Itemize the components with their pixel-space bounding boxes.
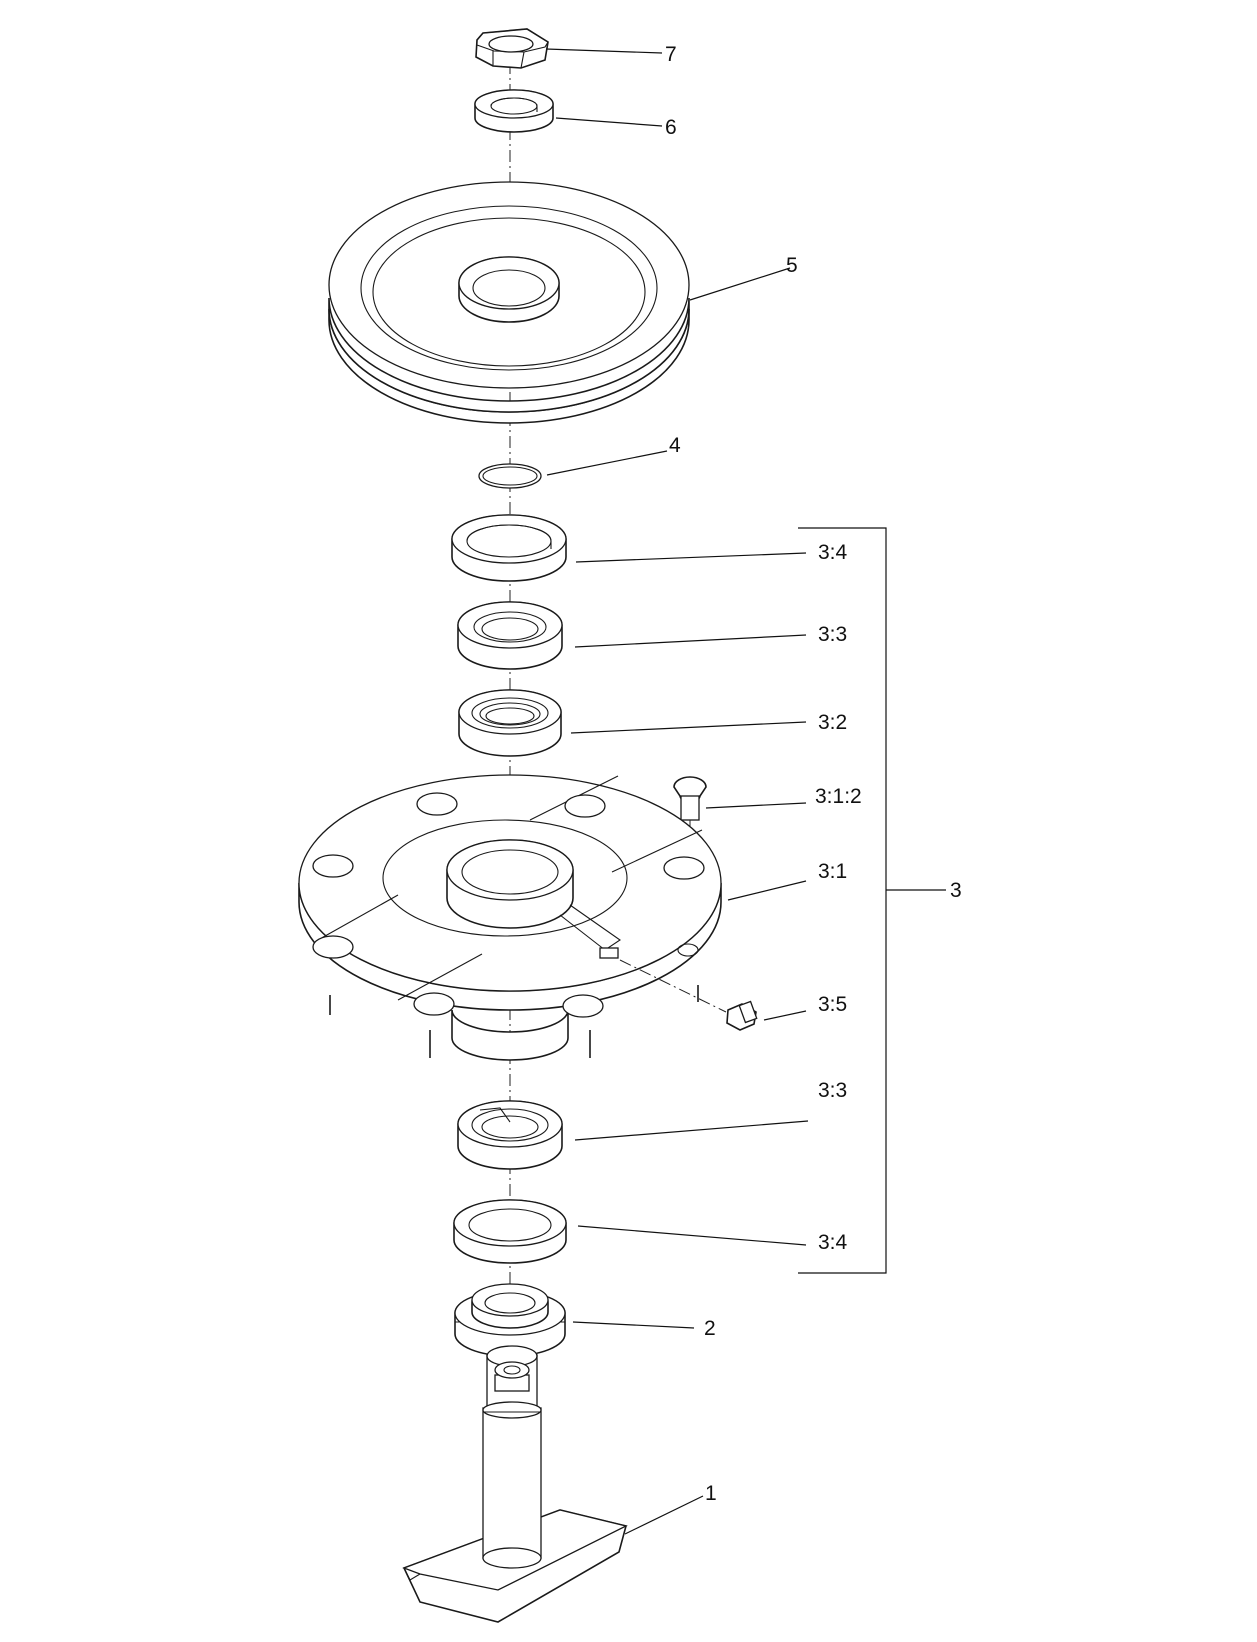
part-3-3-bearing-top: [457, 601, 563, 670]
callout-3-5: 3:5: [818, 993, 847, 1016]
callout-6: 6: [665, 116, 677, 139]
callout-5: 5: [786, 254, 798, 277]
callout-7: 7: [665, 43, 677, 66]
part-7-hex-nut: [475, 28, 549, 69]
callout-3-2: 3:2: [818, 711, 847, 734]
callout-3-4-bottom: 3:4: [818, 1231, 848, 1254]
part-3-1-housing: [298, 774, 727, 1061]
part-3-1-2-bolt: [673, 776, 707, 946]
part-3-3-bearing-bottom: [457, 1100, 563, 1170]
callout-1: 1: [705, 1482, 717, 1505]
part-1-spindle-shaft: [402, 1345, 628, 1623]
callout-3-4-top: 3:4: [818, 541, 848, 564]
part-4-o-ring: [478, 463, 542, 489]
callout-4: 4: [669, 434, 681, 457]
callout-2: 2: [704, 1317, 716, 1340]
callout-3-3-bottom: 3:3: [818, 1079, 847, 1102]
callout-3-1: 3:1: [818, 860, 847, 883]
part-3-5-grease-fitting: [726, 1000, 758, 1031]
part-3-4-seal-top: [451, 514, 567, 582]
callout-3-3-top: 3:3: [818, 623, 847, 646]
callout-3-1-2: 3:1:2: [815, 785, 862, 808]
leader-lines: [545, 48, 946, 1535]
part-2-spacer: [454, 1283, 566, 1357]
part-3-4-seal-bottom: [453, 1199, 567, 1264]
part-5-pulley: [328, 181, 690, 424]
part-6-washer: [474, 89, 554, 133]
part-3-2-bearing: [458, 689, 562, 757]
callout-3: 3: [950, 879, 962, 902]
